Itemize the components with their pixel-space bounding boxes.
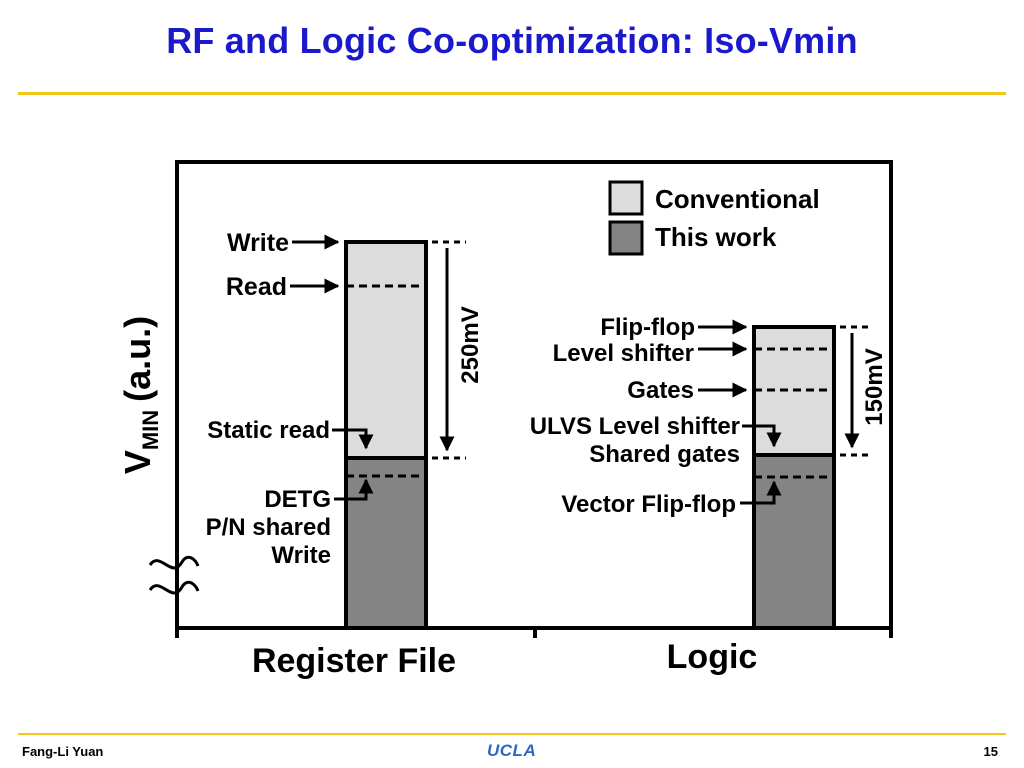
label-vector-flip-flop: Vector Flip-flop xyxy=(561,491,736,518)
legend-label-this-work: This work xyxy=(655,222,777,252)
label-static-read: Static read xyxy=(207,417,330,444)
legend-swatch-conventional xyxy=(608,180,644,216)
label-flip-flop: Flip-flop xyxy=(600,314,695,341)
label-read: Read xyxy=(226,273,287,301)
bar-this-work-logic xyxy=(752,453,836,630)
reduction-label-rf: 250mV xyxy=(457,306,484,383)
label-ulvs-level-shifter: ULVS Level shifter xyxy=(530,413,740,440)
group-register-file: Write Read Static read DETG P/N shared W… xyxy=(206,229,484,680)
y-axis-label: VMIN (a.u.) xyxy=(117,316,163,474)
label-gates: Gates xyxy=(627,377,694,404)
bar-conventional-register-file xyxy=(344,240,428,460)
chart-legend: Conventional This work xyxy=(608,180,820,256)
label-level-shifter: Level shifter xyxy=(553,340,694,367)
footer-divider xyxy=(18,733,1006,735)
arrow-ulvs xyxy=(742,424,782,448)
arrow-static-read xyxy=(332,428,374,450)
label-pn-shared: P/N shared xyxy=(206,514,331,541)
y-axis-label-unit: (a.u.) xyxy=(117,316,158,402)
group-logic: Flip-flop Level shifter Gates ULVS Level… xyxy=(530,314,888,676)
svg-text:VMIN(a.u.): VMIN (a.u.) xyxy=(117,316,163,474)
legend-swatch-this-work xyxy=(608,220,644,256)
axis-break-icon xyxy=(148,555,200,595)
legend-label-conventional: Conventional xyxy=(655,184,820,214)
bar-this-work-register-file xyxy=(344,456,428,630)
y-axis-label-main: V xyxy=(117,450,158,474)
label-shared-gates: Shared gates xyxy=(589,441,740,468)
y-axis-label-sub: MIN xyxy=(138,410,163,450)
reduction-label-logic: 150mV xyxy=(861,348,888,425)
label-write-rf: Write xyxy=(271,542,331,569)
category-label-logic: Logic xyxy=(667,638,758,676)
footer-author: Fang-Li Yuan xyxy=(22,744,104,759)
category-label-register-file: Register File xyxy=(252,642,456,680)
label-detg: DETG xyxy=(264,486,331,513)
ucla-logo: UCLA xyxy=(487,741,537,760)
arrow-vector-flip-flop xyxy=(740,480,782,505)
label-write: Write xyxy=(227,229,289,257)
page-number: 15 xyxy=(983,744,998,759)
arrow-detg xyxy=(334,478,374,501)
slide-title: RF and Logic Co-optimization: Iso-Vmin xyxy=(166,20,858,61)
title-divider xyxy=(18,92,1006,95)
